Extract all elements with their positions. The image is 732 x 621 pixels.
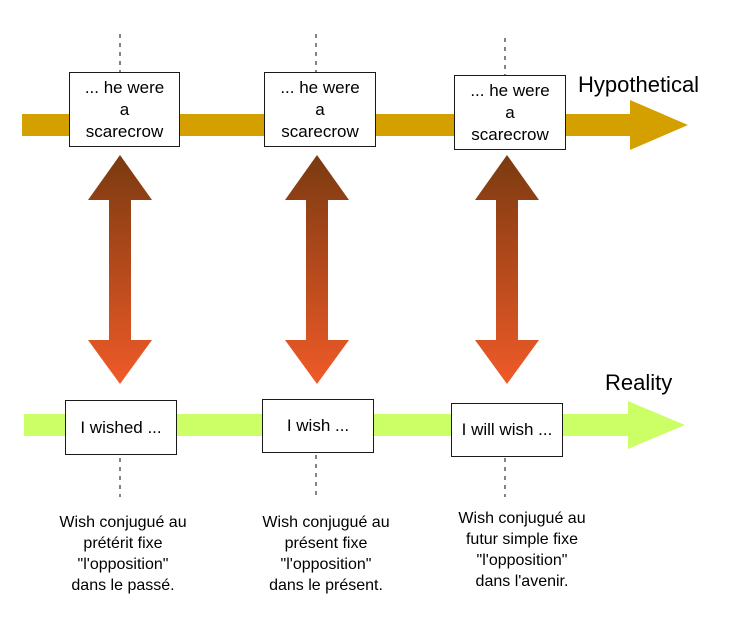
reality-label: Reality bbox=[605, 370, 673, 395]
double-arrow-2 bbox=[285, 155, 349, 384]
hypothetical-box-1: ... he were a scarecrow bbox=[69, 72, 180, 147]
double-arrow-1 bbox=[88, 155, 152, 384]
dashed-guides bbox=[119, 34, 506, 497]
caption-3: Wish conjugué au futur simple fixe "l'op… bbox=[458, 510, 586, 590]
reality-box-3: I will wish ... bbox=[451, 403, 563, 457]
reality-box-1: I wished ... bbox=[65, 400, 177, 455]
reality-box-2: I wish ... bbox=[262, 399, 374, 453]
hypothetical-box-3: ... he were a scarecrow bbox=[454, 75, 566, 150]
caption-1: Wish conjugué au prétérit fixe "l'opposi… bbox=[59, 514, 187, 594]
double-arrow-3 bbox=[475, 155, 539, 384]
caption-2: Wish conjugué au présent fixe "l'opposit… bbox=[262, 514, 390, 594]
hypothetical-box-2: ... he were a scarecrow bbox=[264, 72, 376, 147]
hypothetical-label: Hypothetical bbox=[578, 72, 700, 97]
